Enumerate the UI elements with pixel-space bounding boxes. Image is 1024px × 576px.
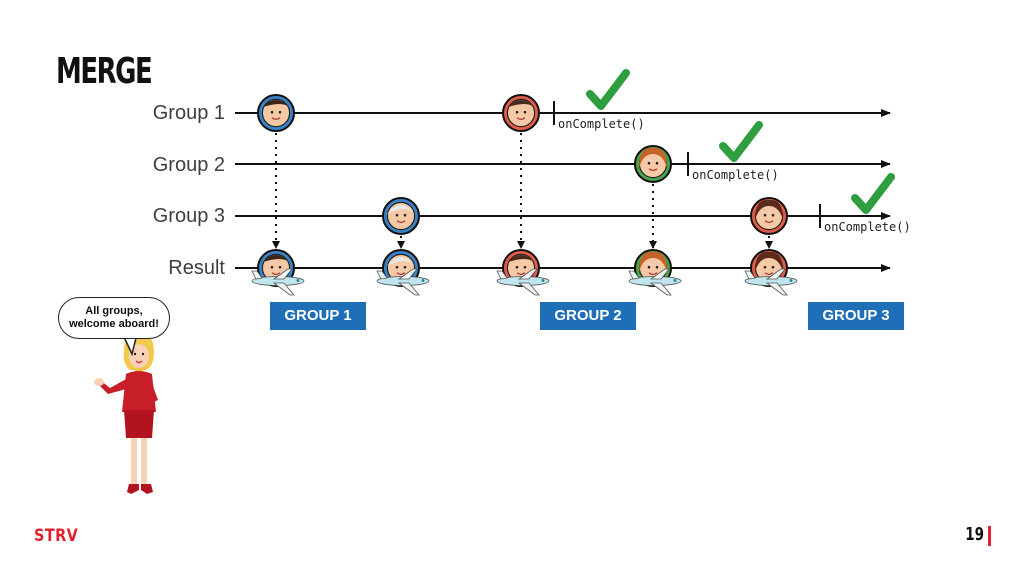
result-marble-icon	[744, 249, 798, 296]
checkmark-icon	[719, 121, 763, 162]
checkmark-icon	[586, 69, 630, 110]
on-complete-label-group-3: onComplete()	[824, 220, 911, 234]
page-number-accent-bar	[988, 526, 991, 546]
passenger-marble-icon	[382, 197, 420, 235]
passenger-marble-icon	[634, 145, 672, 183]
result-marble-icon	[496, 249, 550, 296]
page-number: 19	[965, 524, 984, 545]
row-label-group-1: Group 1	[152, 102, 225, 124]
brand-logo: STRV	[34, 526, 79, 546]
row-label-group-2: Group 2	[152, 154, 225, 176]
flight-attendant-illustration	[94, 332, 158, 494]
result-marble-icon	[628, 249, 682, 296]
passenger-marble-icon	[257, 94, 295, 132]
speech-bubble: All groups, welcome aboard!	[58, 297, 170, 339]
passenger-marble-icon	[502, 94, 540, 132]
passenger-marble-icon	[750, 197, 788, 235]
checkmark-icon	[851, 173, 895, 214]
slide-title: MERGE	[56, 51, 153, 92]
group-2-badge: GROUP 2	[540, 302, 636, 330]
group-3-badge: GROUP 3	[808, 302, 904, 330]
speech-bubble-line-2: welcome aboard!	[69, 318, 159, 330]
row-label-group-3: Group 3	[152, 205, 225, 227]
result-marble-icon	[376, 249, 430, 296]
speech-bubble-line-1: All groups,	[85, 305, 143, 317]
row-label-result: Result	[168, 257, 225, 279]
result-marble-icon	[251, 249, 305, 296]
on-complete-label-group-1: onComplete()	[558, 117, 645, 131]
on-complete-label-group-2: onComplete()	[692, 168, 779, 182]
group-1-badge: GROUP 1	[270, 302, 366, 330]
speech-bubble-tail	[123, 336, 137, 357]
